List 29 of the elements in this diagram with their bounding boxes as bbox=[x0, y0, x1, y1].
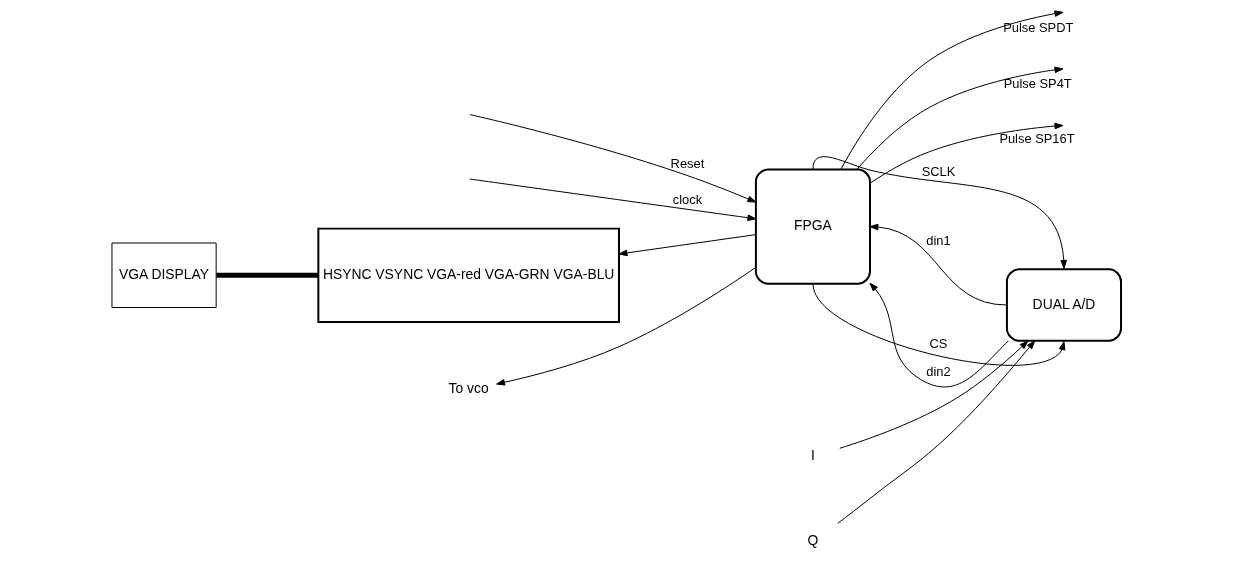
edge-label: din1 bbox=[926, 232, 951, 248]
arrow bbox=[869, 282, 1009, 388]
arrow bbox=[469, 114, 757, 203]
edge-label: din2 bbox=[926, 363, 951, 379]
arrow bbox=[869, 223, 1008, 306]
edge-label: clock bbox=[672, 192, 703, 208]
edge-label: Pulse SP4T bbox=[1003, 76, 1072, 92]
edge-label: SCLK bbox=[921, 164, 956, 180]
arrow bbox=[869, 122, 1064, 184]
edge-label: Pulse SP16T bbox=[999, 131, 1075, 147]
node-box: VGA DISPLAY bbox=[111, 242, 217, 308]
edge-label: Pulse SPDT bbox=[1003, 20, 1074, 36]
node-text: Q bbox=[807, 531, 819, 548]
arrow bbox=[840, 10, 1064, 170]
node-text: To vco bbox=[448, 380, 489, 397]
arrow bbox=[469, 178, 757, 221]
edge-label: Reset bbox=[670, 155, 705, 171]
edge-label: CS bbox=[929, 336, 948, 352]
arrow bbox=[618, 234, 757, 257]
node-box: DUAL A/D bbox=[1005, 268, 1122, 342]
node-box: HSYNC VSYNC VGA-red VGA-GRN VGA-BLU bbox=[317, 227, 620, 323]
connector bbox=[216, 272, 319, 278]
node-box: FPGA bbox=[754, 168, 871, 285]
node-text: I bbox=[811, 446, 815, 463]
arrow bbox=[839, 340, 1029, 449]
arrow bbox=[837, 340, 1036, 524]
arrow bbox=[496, 267, 757, 386]
arrow bbox=[856, 66, 1064, 171]
arrow bbox=[812, 283, 1066, 366]
